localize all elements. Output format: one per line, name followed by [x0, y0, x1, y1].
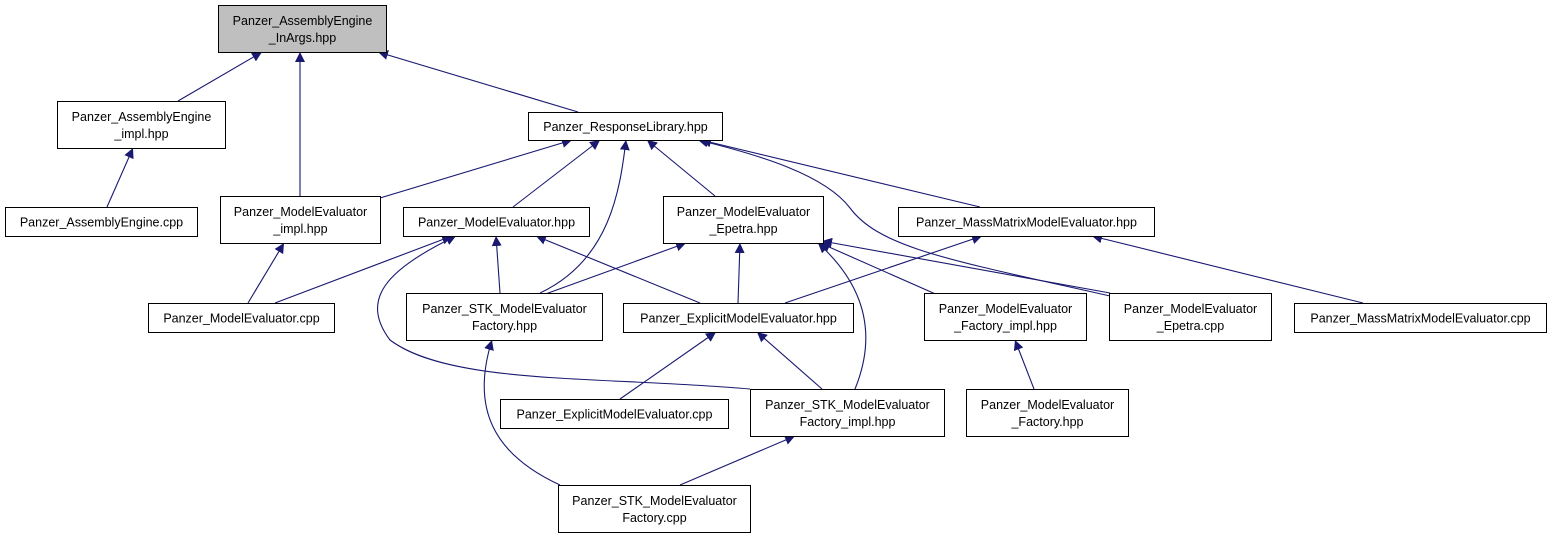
- edge-n13-to-n7: [1091, 233, 1364, 304]
- node-box-highlighted: [218, 5, 387, 53]
- edge-n6-to-n4: [646, 139, 716, 197]
- node-label: Factory_impl.hpp: [800, 415, 896, 429]
- edge-n9-to-n6: [539, 241, 687, 297]
- node-label: Panzer_AssemblyEngine: [233, 14, 373, 28]
- node-label: _Factory_impl.hpp: [953, 319, 1057, 333]
- graph-node[interactable]: Panzer_MassMatrixModelEvaluator.hpp: [898, 207, 1155, 237]
- node-box: [1109, 293, 1272, 341]
- node-label: Panzer_MassMatrixModelEvaluator.cpp: [1310, 312, 1530, 326]
- graph-node[interactable]: Panzer_MassMatrixModelEvaluator.cpp: [1294, 303, 1547, 333]
- node-box: [623, 303, 854, 333]
- nodes-layer: Panzer_AssemblyEngine_InArgs.hppPanzer_A…: [5, 5, 1547, 533]
- node-label: Panzer_ModelEvaluator: [981, 398, 1114, 412]
- node-box: [558, 485, 751, 533]
- edge-n14-to-n10: [619, 331, 717, 400]
- graph-node[interactable]: Panzer_ResponseLibrary.hpp: [528, 112, 723, 141]
- node-label: Panzer_AssemblyEngine.cpp: [20, 216, 183, 230]
- node-label: Factory.hpp: [472, 319, 537, 333]
- edge-n9-to-n5: [491, 235, 502, 294]
- edge-n10-to-n7: [784, 234, 983, 304]
- node-label: Panzer_STK_ModelEvaluator: [422, 302, 587, 316]
- edge-n9-to-n4: [539, 139, 630, 294]
- edge-n4-to-n0: [377, 50, 579, 113]
- graph-node[interactable]: Panzer_ExplicitModelEvaluator.cpp: [500, 399, 729, 429]
- node-box: [148, 303, 335, 333]
- edge-n2-to-n1: [106, 147, 134, 208]
- node-label: Panzer_ModelEvaluator: [234, 205, 367, 219]
- edge-n5-to-n4: [512, 139, 601, 208]
- edge-n17-to-n9: [483, 339, 561, 486]
- node-box: [528, 112, 723, 141]
- edge-n10-to-n5: [535, 235, 701, 304]
- node-box: [750, 389, 945, 437]
- node-label: _Factory.hpp: [1010, 415, 1083, 429]
- graph-node[interactable]: Panzer_ModelEvaluator.hpp: [403, 207, 590, 237]
- node-label: Panzer_ResponseLibrary.hpp: [543, 120, 708, 134]
- graph-node[interactable]: Panzer_STK_ModelEvaluatorFactory_impl.hp…: [750, 389, 945, 437]
- node-label: Panzer_AssemblyEngine: [72, 110, 212, 124]
- edge-n7-to-n4: [700, 137, 981, 208]
- edge-n1-to-n0: [177, 51, 263, 102]
- edge-n15-to-n5: [377, 235, 751, 390]
- edge-n10-to-n6: [734, 242, 745, 304]
- edge-n16-to-n11: [1013, 339, 1035, 390]
- node-box: [220, 196, 381, 244]
- node-label: Panzer_STK_ModelEvaluator: [572, 494, 737, 508]
- node-box: [924, 293, 1087, 341]
- node-box: [966, 389, 1129, 437]
- edge-n17-to-n15: [679, 435, 796, 486]
- edge-n3-to-n4: [379, 138, 573, 199]
- node-label: Panzer_ModelEvaluator.hpp: [418, 216, 575, 230]
- node-label: Panzer_MassMatrixModelEvaluator.hpp: [916, 216, 1137, 230]
- edge-n15-to-n6: [817, 242, 867, 390]
- graph-node[interactable]: Panzer_ModelEvaluator _Epetra.hpp: [663, 196, 824, 244]
- node-label: Panzer_STK_ModelEvaluator: [765, 398, 930, 412]
- edge-n8-to-n5: [274, 234, 453, 304]
- graph-node[interactable]: Panzer_AssemblyEngine _impl.hpp: [57, 101, 226, 149]
- node-label: _impl.hpp: [272, 222, 327, 236]
- node-label: _Epetra.cpp: [1156, 319, 1224, 333]
- node-label: Panzer_ModelEvaluator: [1124, 302, 1257, 316]
- graph-node[interactable]: Panzer_AssemblyEngine _InArgs.hpp: [218, 5, 387, 53]
- node-label: Panzer_ModelEvaluator: [677, 205, 810, 219]
- graph-node[interactable]: Panzer_ModelEvaluator _Factory_impl.hpp: [924, 293, 1087, 341]
- node-box: [57, 101, 226, 149]
- node-label: _impl.hpp: [113, 127, 168, 141]
- edge-n12-to-n6: [821, 237, 1111, 294]
- node-label: Factory.cpp: [622, 511, 686, 525]
- edge-n12-to-n4: [697, 137, 1111, 297]
- node-box: [5, 207, 198, 237]
- node-box: [406, 293, 603, 341]
- node-box: [663, 196, 824, 244]
- graph-node[interactable]: Panzer_ModelEvaluator _impl.hpp: [220, 196, 381, 244]
- node-label: Panzer_ExplicitModelEvaluator.cpp: [517, 408, 713, 422]
- node-label: _InArgs.hpp: [268, 31, 336, 45]
- graph-node[interactable]: Panzer_AssemblyEngine.cpp: [5, 207, 198, 237]
- edges-layer: [106, 50, 1364, 486]
- graph-node[interactable]: Panzer_ModelEvaluator _Factory.hpp: [966, 389, 1129, 437]
- graph-node[interactable]: Panzer_ExplicitModelEvaluator.hpp: [623, 303, 854, 333]
- edge-n8-to-n3: [247, 242, 285, 304]
- node-label: Panzer_ExplicitModelEvaluator.hpp: [640, 312, 837, 326]
- node-label: Panzer_ModelEvaluator.cpp: [163, 312, 319, 326]
- node-box: [500, 399, 729, 429]
- edge-n11-to-n6: [819, 242, 941, 297]
- node-box: [403, 207, 590, 237]
- graph-node[interactable]: Panzer_ModelEvaluator.cpp: [148, 303, 335, 333]
- node-label: Panzer_ModelEvaluator: [939, 302, 1072, 316]
- node-box: [1294, 303, 1547, 333]
- edge-n15-to-n10: [756, 331, 823, 390]
- node-box: [898, 207, 1155, 237]
- graph-node[interactable]: Panzer_ModelEvaluator _Epetra.cpp: [1109, 293, 1272, 341]
- node-label: _Epetra.hpp: [708, 222, 777, 236]
